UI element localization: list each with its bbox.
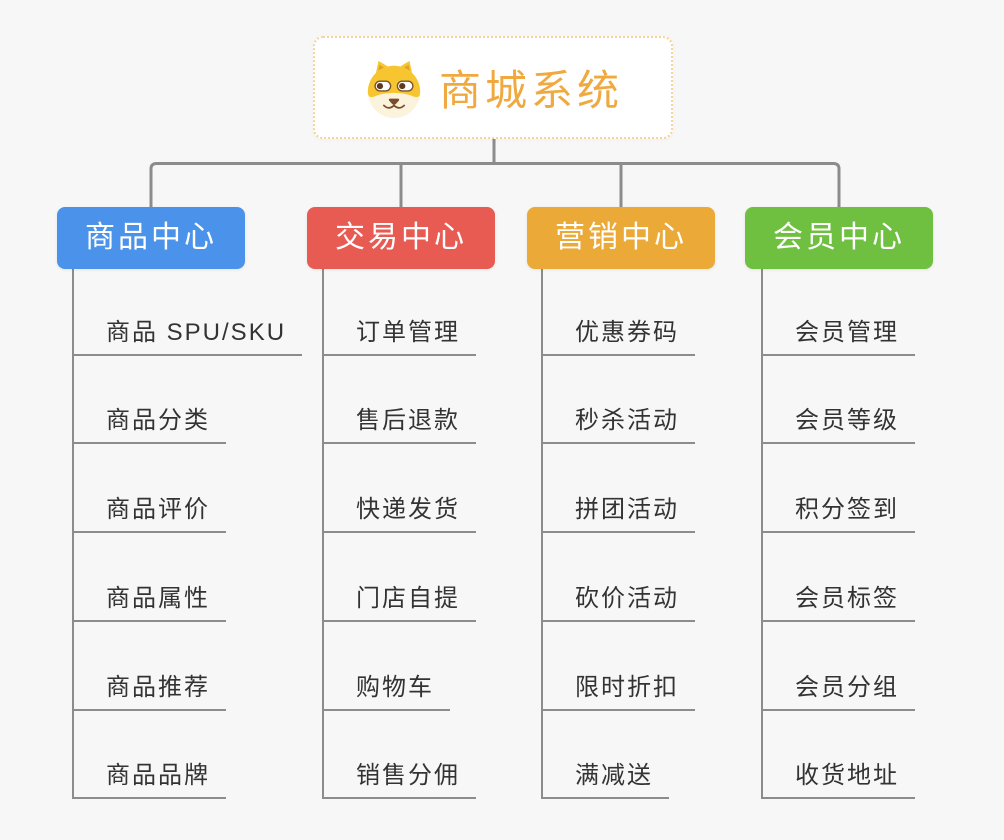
branch-item[interactable]: 门店自提	[322, 584, 476, 622]
branch-items-column-product: 商品 SPU/SKU 商品分类商品评价商品属性商品推荐商品品牌	[72, 0, 332, 840]
branch-item[interactable]: 商品品牌	[72, 761, 226, 799]
branch-item[interactable]: 秒杀活动	[541, 406, 695, 444]
branch-item[interactable]: 收货地址	[761, 761, 915, 799]
branch-item[interactable]: 积分签到	[761, 495, 915, 533]
branch-item[interactable]: 会员标签	[761, 584, 915, 622]
root-title: 商城系统	[438, 67, 623, 114]
branch-item[interactable]: 商品分类	[72, 406, 226, 444]
branch-item[interactable]: 商品属性	[72, 584, 226, 622]
branch-node-member-center[interactable]: 会员中心	[745, 207, 933, 269]
branch-items-column-trade: 订单管理售后退款快递发货门店自提购物车销售分佣	[322, 0, 582, 840]
branch-item[interactable]: 会员分组	[761, 673, 915, 711]
branch-item[interactable]: 砍价活动	[541, 584, 695, 622]
branch-item[interactable]: 售后退款	[322, 406, 476, 444]
branch-item[interactable]: 购物车	[322, 673, 450, 711]
branch-item[interactable]: 会员等级	[761, 406, 915, 444]
branch-item[interactable]: 满减送	[541, 761, 669, 799]
branch-item[interactable]: 限时折扣	[541, 673, 695, 711]
branch-item[interactable]: 快递发货	[322, 495, 476, 533]
branch-item[interactable]: 会员管理	[761, 318, 915, 356]
branch-item[interactable]: 销售分佣	[322, 761, 476, 799]
branch-items-column-marketing: 优惠券码秒杀活动拼团活动砍价活动限时折扣满减送	[541, 0, 801, 840]
branch-node-trade-center[interactable]: 交易中心	[307, 207, 495, 269]
branch-item[interactable]: 商品评价	[72, 495, 226, 533]
root-node[interactable]: 商城系统	[313, 36, 673, 139]
branch-item[interactable]: 优惠券码	[541, 318, 695, 356]
branch-item[interactable]: 商品 SPU/SKU	[72, 318, 303, 356]
branch-node-marketing-center[interactable]: 营销中心	[527, 207, 715, 269]
branch-item[interactable]: 订单管理	[322, 318, 476, 356]
branch-item[interactable]: 商品推荐	[72, 673, 226, 711]
branch-item[interactable]: 拼团活动	[541, 495, 695, 533]
dog-face-icon	[367, 60, 421, 118]
branch-node-product-center[interactable]: 商品中心	[57, 207, 245, 269]
branch-items-column-member: 会员管理会员等级积分签到会员标签会员分组收货地址	[761, 0, 1004, 840]
